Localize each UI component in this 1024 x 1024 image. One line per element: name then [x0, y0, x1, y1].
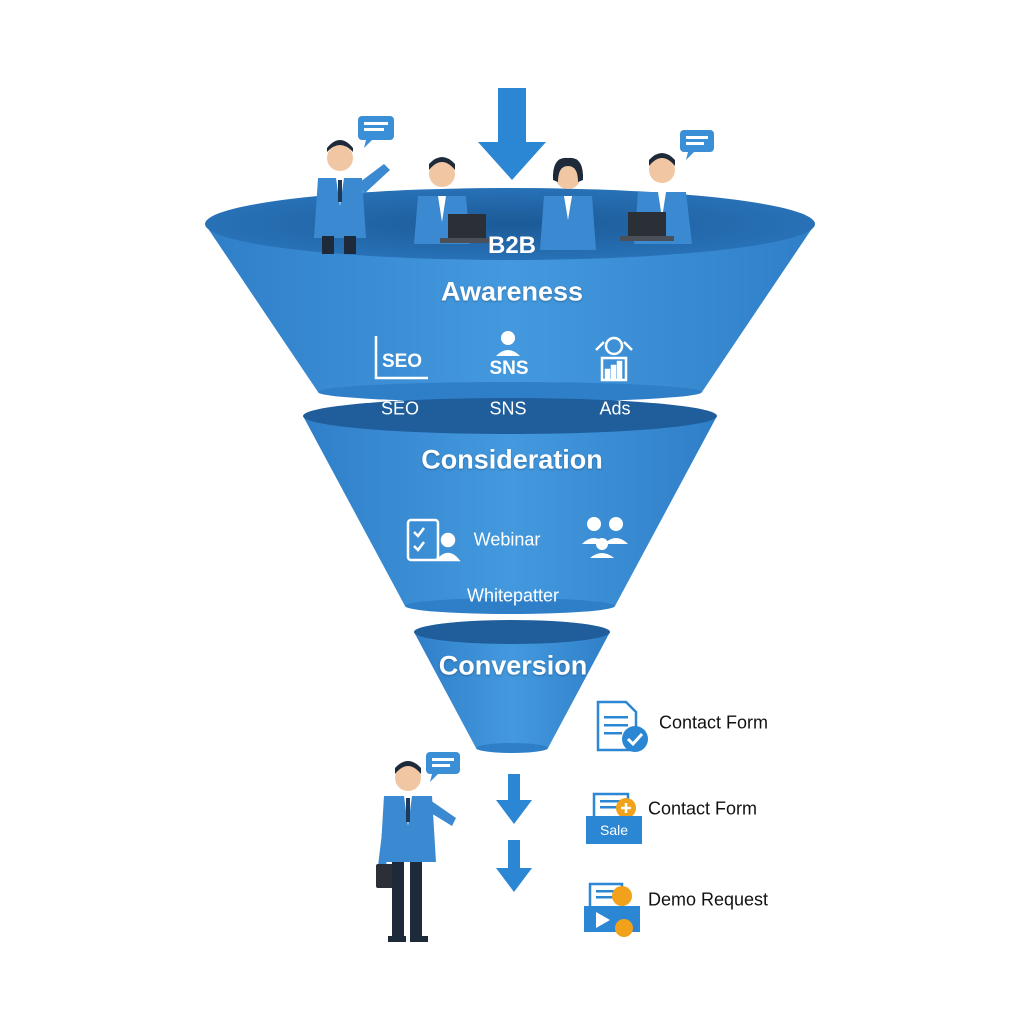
- speech-bubble-icon: [358, 116, 394, 148]
- down-arrow-icon: [496, 840, 532, 892]
- speech-bubble-icon: [426, 752, 460, 782]
- ads-growth-icon: [595, 336, 633, 382]
- channel-label-webinar: Webinar: [473, 529, 541, 550]
- outcome-label-contact-form-sale: Contact Form: [648, 798, 758, 819]
- group-people-icon: [582, 517, 628, 558]
- seated-laptop-man-right-figure: [620, 153, 692, 244]
- outcome-label-demo-request: Demo Request: [648, 889, 769, 910]
- businessman-figure: [376, 761, 456, 942]
- demo-request-icon: [584, 882, 640, 937]
- seo-chart-icon: [374, 336, 428, 380]
- down-arrow-icon: [496, 774, 532, 824]
- outcome-label-contact-form: Contact Form: [659, 712, 769, 733]
- sale-document-icon: [586, 792, 642, 844]
- top-arrow-icon: [478, 88, 546, 180]
- conversion-title: Conversion: [438, 650, 588, 681]
- channel-label-seo: SEO: [380, 398, 420, 419]
- seo-icon-text: SEO: [381, 351, 423, 372]
- seated-woman-figure: [540, 157, 596, 250]
- document-check-icon: [596, 700, 648, 752]
- channel-label-ads: Ads: [599, 398, 631, 419]
- awareness-title: Awareness: [440, 276, 584, 307]
- consideration-title: Consideration: [421, 444, 603, 475]
- channel-label-sns: SNS: [489, 398, 527, 419]
- standing-presenter-figure: [314, 140, 390, 254]
- conversion-section: [414, 620, 610, 753]
- consideration-section: [303, 398, 717, 614]
- webinar-checklist-icon: [406, 518, 461, 562]
- sns-icon-text: SNS: [489, 358, 529, 379]
- channel-label-whitepaper: Whitepatter: [466, 585, 560, 606]
- seated-laptop-man-figure: [414, 157, 494, 244]
- social-person-icon: [496, 331, 520, 356]
- sale-tag: Sale: [599, 822, 629, 838]
- speech-bubble-icon: [680, 130, 714, 160]
- brand-label: B2B: [487, 232, 537, 259]
